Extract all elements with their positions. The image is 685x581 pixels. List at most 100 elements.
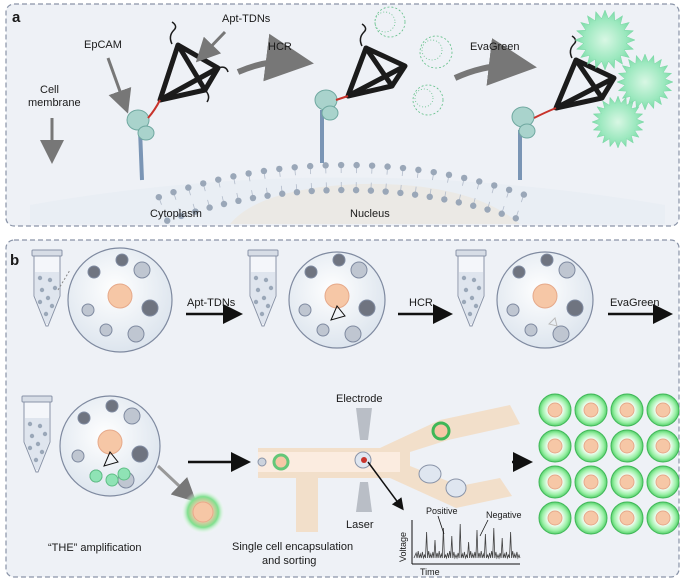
lipid-head	[512, 215, 520, 222]
cytoplasm-label: Cytoplasm	[150, 208, 202, 220]
tube-particle	[27, 421, 33, 427]
droplet-cell	[619, 510, 635, 526]
background-cell	[304, 265, 318, 279]
hcr-label: HCR	[268, 41, 292, 53]
lipid-head	[323, 187, 330, 194]
background-cell	[77, 411, 91, 425]
droplet-cell	[547, 402, 563, 418]
apt-tdns-step-label: Apt-TDNs	[187, 297, 236, 309]
lipid-head	[368, 162, 376, 169]
tube-particle	[37, 423, 43, 429]
tube-particle	[255, 287, 261, 293]
background-cell	[524, 323, 538, 337]
panel-a: a	[5, 3, 680, 227]
lipid-head	[220, 200, 228, 208]
background-cell	[558, 261, 576, 279]
epcam-label: EpCAM	[84, 39, 122, 51]
lipid-head	[505, 186, 513, 194]
tube-particle	[33, 457, 39, 463]
tube-particle	[461, 299, 467, 305]
lipid-head	[384, 163, 391, 170]
negative-pointer	[479, 519, 489, 537]
lipid-head	[498, 210, 505, 217]
electrode-bottom	[356, 482, 372, 512]
nucleus-label: Nucleus	[350, 208, 390, 220]
background-cell	[141, 299, 159, 317]
evagreen-ball-3	[591, 95, 645, 149]
lipid-head	[367, 187, 375, 194]
evagreen-ball-1	[574, 9, 636, 71]
tube-particle	[461, 275, 467, 281]
lipid-head	[230, 173, 237, 180]
hcr-small-icon	[548, 317, 558, 327]
tube-particle	[463, 287, 469, 293]
cell-membrane-label-line1: Cell	[40, 84, 59, 96]
evagreen-step-label: EvaGreen	[610, 297, 660, 309]
background-cell	[344, 325, 362, 343]
tube-particle	[37, 299, 43, 305]
background-cell	[87, 265, 101, 279]
tdn-small-icon	[330, 305, 346, 321]
apt-tdns-label: Apt-TDNs	[222, 13, 271, 25]
droplet-cell	[547, 510, 563, 526]
target-cell	[324, 283, 350, 309]
tube-particle	[39, 449, 45, 455]
detection-arrow	[367, 461, 404, 511]
sorted-negative-cell-1	[418, 464, 442, 484]
droplet-cell	[655, 510, 671, 526]
lipid-head	[520, 191, 528, 198]
hcr-dna-cloud-2	[419, 35, 453, 69]
apt-tdns-pointer-arrow	[195, 30, 227, 63]
lipid-head	[245, 170, 252, 177]
encapsulation-label-line1: Single cell encapsulation	[232, 541, 353, 553]
negative-label: Negative	[486, 510, 522, 520]
tube-particle	[471, 277, 477, 283]
tube-particle	[27, 445, 33, 451]
background-cell	[123, 407, 141, 425]
tube-particle	[43, 311, 49, 317]
background-cell	[99, 323, 113, 337]
lipid-head	[170, 188, 177, 196]
magnify-arrow	[156, 464, 197, 503]
background-cell	[350, 261, 368, 279]
droplet-cell	[619, 474, 635, 490]
lipid-head	[491, 182, 498, 189]
hcr-arrow	[236, 33, 314, 82]
tube-cap	[455, 249, 487, 257]
droplet-cell	[619, 438, 635, 454]
background-cell	[71, 449, 85, 463]
lipid-head	[353, 161, 360, 169]
lipid-head	[306, 162, 314, 170]
background-cell	[358, 299, 376, 317]
tube-particle	[265, 303, 271, 309]
evagreen-small-dot	[89, 469, 103, 483]
droplet-cell	[583, 402, 599, 418]
tube-particle	[467, 311, 473, 317]
droplet-cell	[655, 402, 671, 418]
lipid-head	[200, 180, 207, 187]
lipid-head	[322, 162, 329, 169]
lipid-head	[249, 194, 257, 202]
background-cell	[131, 445, 149, 463]
positive-label: Positive	[426, 506, 458, 516]
lipid-head	[192, 208, 199, 215]
lipid-head	[185, 184, 192, 191]
hcr-step-label: HCR	[409, 297, 433, 309]
apt-tdn-3	[533, 35, 617, 119]
tube-particle	[29, 433, 35, 439]
tube-particle	[476, 285, 482, 291]
lipid-head	[338, 186, 345, 194]
microfluidic-chip	[257, 405, 520, 532]
lipid-head	[276, 165, 283, 173]
background-cell	[316, 323, 330, 337]
droplet-cell	[583, 510, 599, 526]
tube-particle	[52, 285, 58, 291]
background-cell	[127, 325, 145, 343]
lipid-head	[291, 164, 298, 171]
lipid-head	[430, 168, 437, 176]
background-cell	[540, 253, 554, 267]
tube-particle	[49, 303, 55, 309]
background-cell	[133, 261, 151, 279]
apt-tdn-1	[147, 21, 229, 119]
